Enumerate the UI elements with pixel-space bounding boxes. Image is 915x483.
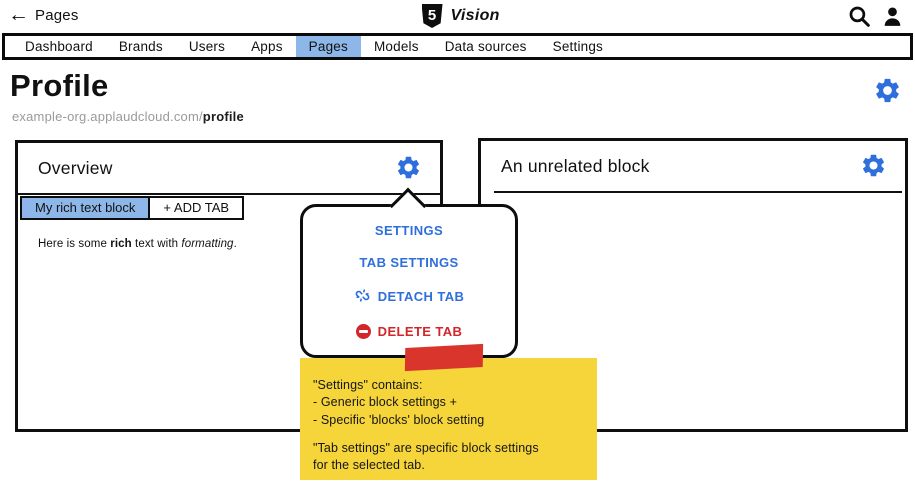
nav-item-pages[interactable]: Pages <box>295 36 361 57</box>
app-brand: 5 Vision <box>421 4 500 28</box>
logo-glyph: 5 <box>427 6 437 24</box>
overview-tab-strip: My rich text block + ADD TAB <box>20 196 245 220</box>
html5-shield-logo-icon: 5 <box>421 4 443 28</box>
rich-text-prefix: Here is some <box>38 238 111 250</box>
page-settings-gear-icon[interactable] <box>873 76 902 110</box>
note-line: - Generic block settings + <box>313 395 457 410</box>
main-nav: Dashboard Brands Users Apps Pages Models… <box>2 33 913 60</box>
unrelated-header: An unrelated block <box>481 141 905 193</box>
overview-title: Overview <box>38 158 113 178</box>
menu-item-delete-tab[interactable]: DELETE TAB <box>303 323 515 339</box>
back-arrow-icon: ← <box>8 3 29 26</box>
page-title: Profile <box>10 68 109 103</box>
add-tab-button[interactable]: + ADD TAB <box>163 200 230 215</box>
top-actions <box>847 4 905 29</box>
nav-item-data-sources[interactable]: Data sources <box>444 39 527 54</box>
unrelated-title: An unrelated block <box>501 156 650 176</box>
overview-header: Overview <box>18 143 440 195</box>
rich-text-middle: text with <box>131 238 182 250</box>
rich-text-bold: rich <box>110 238 132 250</box>
user-account-icon[interactable] <box>880 4 905 29</box>
top-bar: ← Pages 5 Vision <box>0 0 915 32</box>
block-settings-menu: SETTINGS TAB SETTINGS DETACH TAB DELETE … <box>300 187 518 358</box>
sticky-note: "Settings" contains: - Generic block set… <box>300 358 597 480</box>
rich-text-italic: formatting <box>181 238 234 250</box>
rich-text-content: Here is some rich text with formatting. <box>38 238 237 250</box>
back-label: Pages <box>35 6 79 24</box>
nav-item-models[interactable]: Models <box>373 39 419 54</box>
menu-item-settings-label: SETTINGS <box>374 223 444 239</box>
back-button[interactable]: ← Pages <box>8 3 79 26</box>
note-paragraph-1: "Settings" contains: - Generic block set… <box>313 377 584 429</box>
menu-item-tab-settings[interactable]: TAB SETTINGS <box>303 255 515 270</box>
search-icon[interactable] <box>847 4 872 29</box>
unrelated-header-divider <box>494 191 902 193</box>
note-line: "Settings" contains: <box>313 378 423 392</box>
tape-decoration <box>404 343 484 372</box>
unrelated-settings-gear-icon[interactable] <box>860 152 887 184</box>
minus-circle-icon <box>355 323 371 339</box>
note-line: "Tab settings" are specific block settin… <box>313 440 539 455</box>
app-name: Vision <box>450 7 500 24</box>
url-prefix: example-org.applaudcloud.com/ <box>12 109 203 124</box>
url-page-segment: profile <box>202 109 244 124</box>
nav-item-settings[interactable]: Settings <box>552 39 604 54</box>
menu-item-tab-settings-label: TAB SETTINGS <box>359 255 459 271</box>
note-line: - Specific 'blocks' block setting <box>313 412 485 427</box>
note-line: for the selected tab. <box>313 458 425 472</box>
overview-settings-gear-icon[interactable] <box>395 154 422 186</box>
broken-link-icon <box>354 287 371 307</box>
menu-item-delete-tab-label: DELETE TAB <box>377 323 463 339</box>
menu-item-detach-tab-label: DETACH TAB <box>377 289 465 305</box>
rich-text-suffix: . <box>233 238 237 250</box>
overview-header-divider <box>18 193 440 195</box>
nav-item-dashboard[interactable]: Dashboard <box>25 39 93 54</box>
page-url: example-org.applaudcloud.com/profile <box>12 109 244 124</box>
tab-my-rich-text-block[interactable]: My rich text block <box>22 198 151 218</box>
menu-item-settings[interactable]: SETTINGS <box>303 223 515 238</box>
note-paragraph-2: "Tab settings" are specific block settin… <box>313 440 584 475</box>
menu-item-detach-tab[interactable]: DETACH TAB <box>303 287 515 307</box>
nav-item-users[interactable]: Users <box>188 39 226 54</box>
nav-item-brands[interactable]: Brands <box>118 39 163 54</box>
nav-item-apps[interactable]: Apps <box>251 39 283 54</box>
